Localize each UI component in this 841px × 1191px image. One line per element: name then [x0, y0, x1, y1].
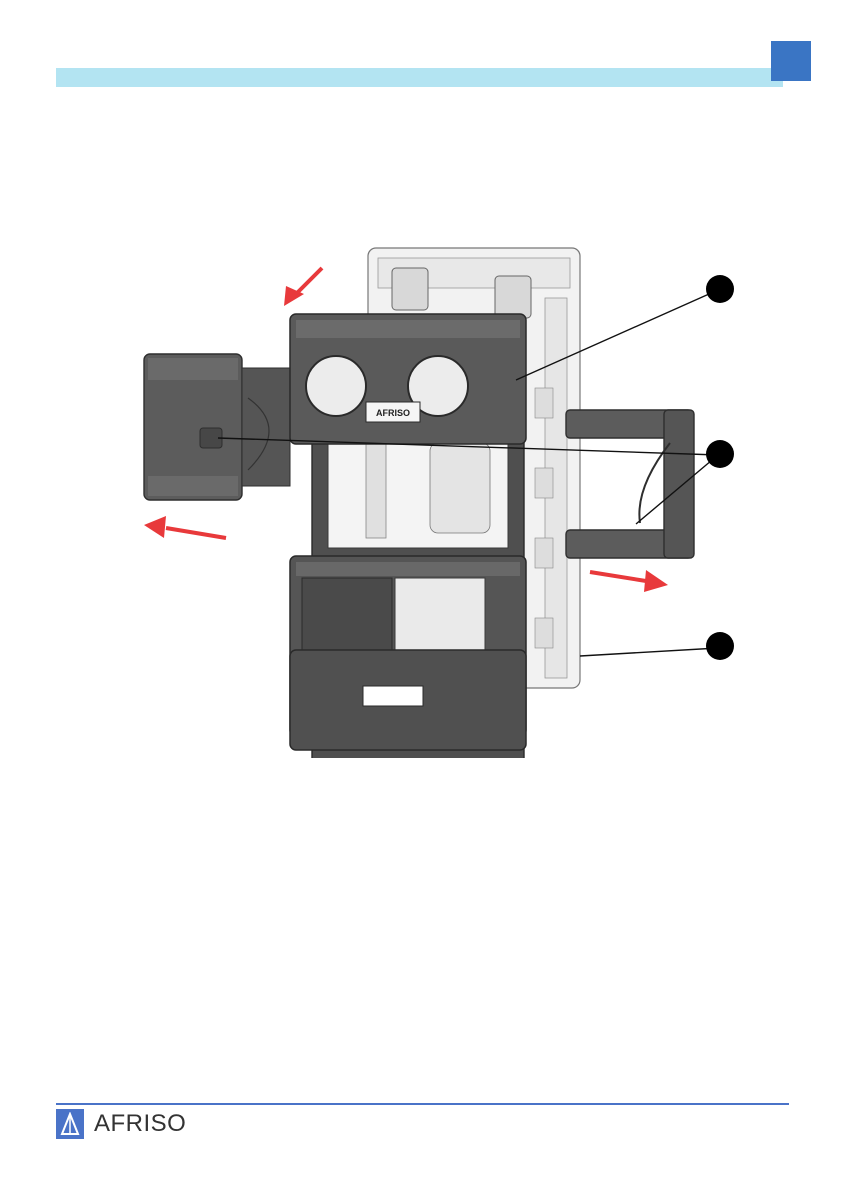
right-clip [566, 410, 694, 558]
left-clip [144, 354, 290, 500]
front-housing: AFRISO [290, 314, 526, 758]
callout-marker-2 [706, 440, 734, 468]
housing-brand-label: AFRISO [376, 408, 410, 418]
header-bar [56, 68, 783, 87]
footer-logo: AFRISO [56, 1109, 186, 1139]
product-illustration: AFRISO [130, 238, 750, 758]
arrow-right [590, 570, 668, 592]
footer-brand-name: AFRISO [94, 1110, 186, 1138]
footer-rule [56, 1103, 789, 1105]
section-tab [771, 41, 811, 81]
arrow-left [144, 516, 226, 538]
arrow-down-left [284, 268, 322, 306]
callout-marker-1 [706, 275, 734, 303]
brand-logo-icon [56, 1109, 84, 1139]
callout-marker-3 [706, 632, 734, 660]
